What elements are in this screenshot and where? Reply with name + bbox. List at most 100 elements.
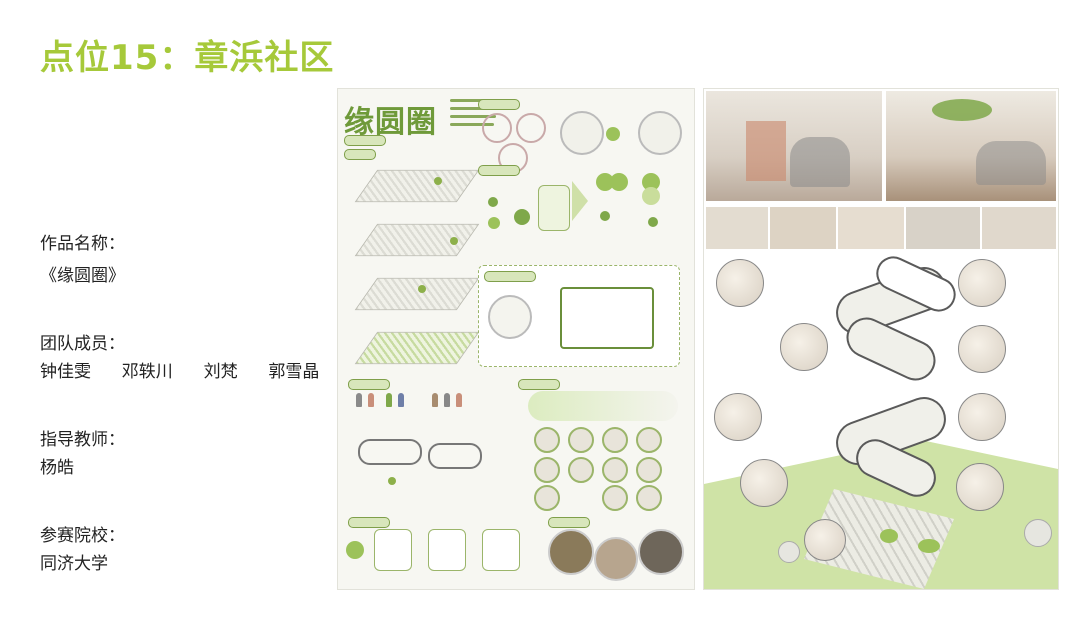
poster-tag — [348, 517, 390, 528]
flow-dot — [488, 197, 498, 207]
illustration-circle — [488, 295, 532, 339]
activity-circle — [602, 427, 628, 453]
marker-dot — [418, 285, 426, 293]
activity-circle — [534, 457, 560, 483]
advisor-group: 指导教师： 杨皓 — [40, 426, 330, 482]
person-figure — [356, 393, 362, 407]
flow-dot — [488, 217, 500, 229]
poster-left-image: 缘圆圈 — [337, 88, 695, 590]
analysis-circle — [482, 113, 512, 143]
people-group — [790, 137, 850, 187]
marker-dot — [388, 477, 396, 485]
marker-dot — [434, 177, 442, 185]
activity-circle — [636, 485, 662, 511]
advisor-label: 指导教师： — [40, 430, 125, 450]
person-figure — [444, 393, 450, 407]
flow-box — [538, 185, 570, 231]
flow-dot — [610, 173, 628, 191]
school-group: 参赛院校： 同济大学 — [40, 522, 330, 578]
person-figure — [398, 393, 404, 407]
poster-tag — [484, 271, 536, 282]
flow-dot — [648, 217, 658, 227]
tree-icon — [778, 541, 800, 563]
portrait-circle — [638, 111, 682, 155]
ceiling-plant — [932, 99, 992, 121]
flow-dot — [642, 187, 660, 205]
portrait-circle — [560, 111, 604, 155]
detail-bubble — [958, 393, 1006, 441]
work-name-value: 《缘圆圈》 — [40, 266, 125, 286]
person-figure — [432, 393, 438, 407]
tree-icon — [1024, 519, 1052, 547]
poster-tag — [478, 99, 520, 110]
detail-bubble — [804, 519, 846, 561]
activity-circle — [568, 457, 594, 483]
axon-layer — [354, 331, 480, 365]
person-figure — [368, 393, 374, 407]
poster-tag — [548, 517, 590, 528]
detail-bubble — [716, 259, 764, 307]
work-name-label: 作品名称： — [40, 234, 125, 254]
shrub-icon — [918, 539, 940, 553]
accent-dot — [346, 541, 364, 559]
poster-tag — [348, 379, 390, 390]
photo-circle — [638, 529, 684, 575]
activity-circle — [602, 485, 628, 511]
axon-layer — [354, 223, 480, 257]
activity-circle — [534, 485, 560, 511]
activity-circle — [534, 427, 560, 453]
thumb-photo — [906, 207, 980, 249]
building-diagram — [358, 439, 422, 465]
accent-dot — [606, 127, 620, 141]
poster-tag — [478, 165, 520, 176]
thumb-photo — [706, 207, 768, 249]
detail-bubble — [780, 323, 828, 371]
photo-circle — [594, 537, 638, 581]
interior-photo-1 — [706, 91, 882, 201]
step-card — [428, 529, 466, 571]
interior-photo-2 — [886, 91, 1056, 201]
crowd-banner — [528, 391, 678, 421]
page-title: 点位15：章浜社区 — [40, 38, 335, 78]
shrub-icon — [880, 529, 898, 543]
person-figure — [386, 393, 392, 407]
flow-dot — [596, 173, 614, 191]
thumb-photo — [838, 207, 904, 249]
analysis-circle — [516, 113, 546, 143]
flow-dot — [514, 209, 530, 225]
poster-right-image — [703, 88, 1059, 590]
flow-dot — [600, 211, 610, 221]
project-info: 作品名称： 《缘圆圈》 团队成员： 钟佳雯 邓轶川 刘梵 郭雪晶 指导教师： 杨… — [40, 230, 330, 618]
team-value: 钟佳雯 邓轶川 刘梵 郭雪晶 — [40, 362, 320, 382]
detail-bubble — [958, 259, 1006, 307]
thumb-photo — [770, 207, 836, 249]
arrow-icon — [572, 181, 588, 221]
poster-subtitle-lines — [450, 99, 500, 131]
school-label: 参赛院校： — [40, 526, 125, 546]
poster-tag — [344, 135, 386, 146]
activity-circle — [636, 457, 662, 483]
axon-layer — [354, 169, 480, 203]
activity-circle — [636, 427, 662, 453]
wall-panel — [746, 121, 786, 181]
loop-diagram — [560, 287, 654, 349]
flow-dot — [642, 173, 660, 191]
poster-tag — [518, 379, 560, 390]
axon-layer — [354, 277, 480, 311]
team-label: 团队成员： — [40, 334, 125, 354]
team-group: 团队成员： 钟佳雯 邓轶川 刘梵 郭雪晶 — [40, 330, 330, 386]
activity-circle — [568, 427, 594, 453]
thumb-photo — [982, 207, 1056, 249]
building-diagram — [428, 443, 482, 469]
marker-dot — [450, 237, 458, 245]
person-figure — [456, 393, 462, 407]
advisor-value: 杨皓 — [40, 458, 74, 478]
step-card — [482, 529, 520, 571]
work-name-group: 作品名称： 《缘圆圈》 — [40, 230, 330, 290]
detail-bubble — [740, 459, 788, 507]
detail-bubble — [956, 463, 1004, 511]
poster-tag — [344, 149, 376, 160]
step-card — [374, 529, 412, 571]
detail-bubble — [958, 325, 1006, 373]
school-value: 同济大学 — [40, 554, 108, 574]
